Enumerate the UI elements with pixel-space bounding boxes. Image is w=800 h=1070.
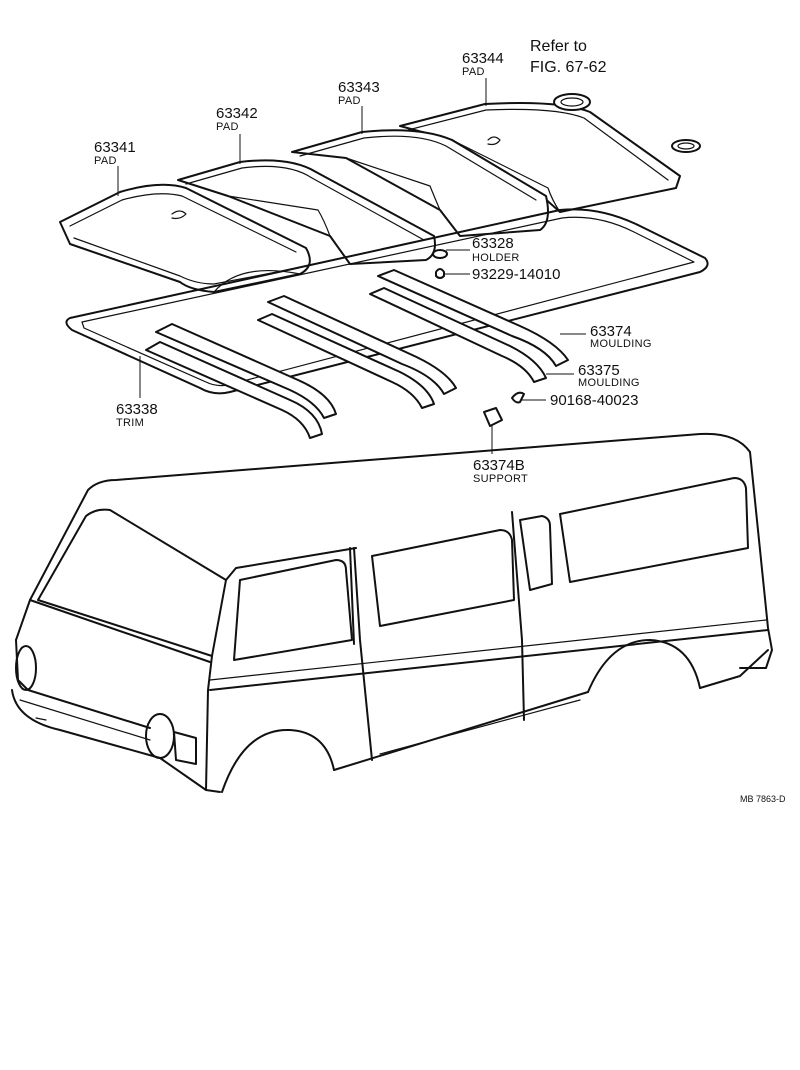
reference-line-2: FIG. 67-62 [530, 59, 607, 76]
part-number-63375: 63375 [578, 362, 620, 379]
holder-63328-shape [432, 249, 448, 259]
van-body [11, 432, 773, 793]
part-number-63342: 63342 [216, 105, 258, 122]
part-number-90168-40023: 90168-40023 [550, 392, 638, 409]
roof-trim-frame [65, 208, 709, 395]
part-name-63343: PAD [338, 95, 361, 107]
part-name-63328: HOLDER [472, 252, 520, 264]
ref-part-1 [553, 93, 591, 111]
part-number-63338: 63338 [116, 401, 158, 418]
pad-63342-shape [177, 159, 436, 265]
ref-part-2 [671, 139, 701, 153]
part-name-63374b: SUPPORT [473, 473, 528, 485]
part-name-63341: PAD [94, 155, 117, 167]
part-number-63343: 63343 [338, 79, 380, 96]
support-63374b-shape [483, 407, 503, 427]
pad-63341-shape [59, 183, 311, 293]
reference-note: Refer to FIG. 67-62 [530, 38, 607, 76]
screw-93229-shape [435, 268, 445, 279]
part-number-63374: 63374 [590, 323, 632, 340]
clip-90168-shape [511, 391, 525, 404]
part-number-63341: 63341 [94, 139, 136, 156]
part-number-93229-14010: 93229-14010 [472, 266, 560, 283]
part-number-63328: 63328 [472, 235, 514, 252]
small-parts [432, 93, 701, 427]
drawing-code: MB 7863-D [740, 794, 786, 804]
part-labels: 63341 PAD 63342 PAD 63343 PAD 63344 PAD … [94, 50, 652, 485]
reference-line-1: Refer to [530, 38, 587, 55]
leader-lines [117, 78, 586, 454]
part-number-63344: 63344 [462, 50, 504, 67]
part-name-63338: TRIM [116, 417, 144, 429]
moulding-set [145, 269, 569, 439]
part-name-63342: PAD [216, 121, 239, 133]
part-name-63375: MOULDING [578, 377, 640, 389]
part-number-63374b: 63374B [473, 457, 525, 474]
part-name-63344: PAD [462, 66, 485, 78]
roof-pad-assembly [59, 102, 681, 293]
part-name-63374: MOULDING [590, 338, 652, 350]
